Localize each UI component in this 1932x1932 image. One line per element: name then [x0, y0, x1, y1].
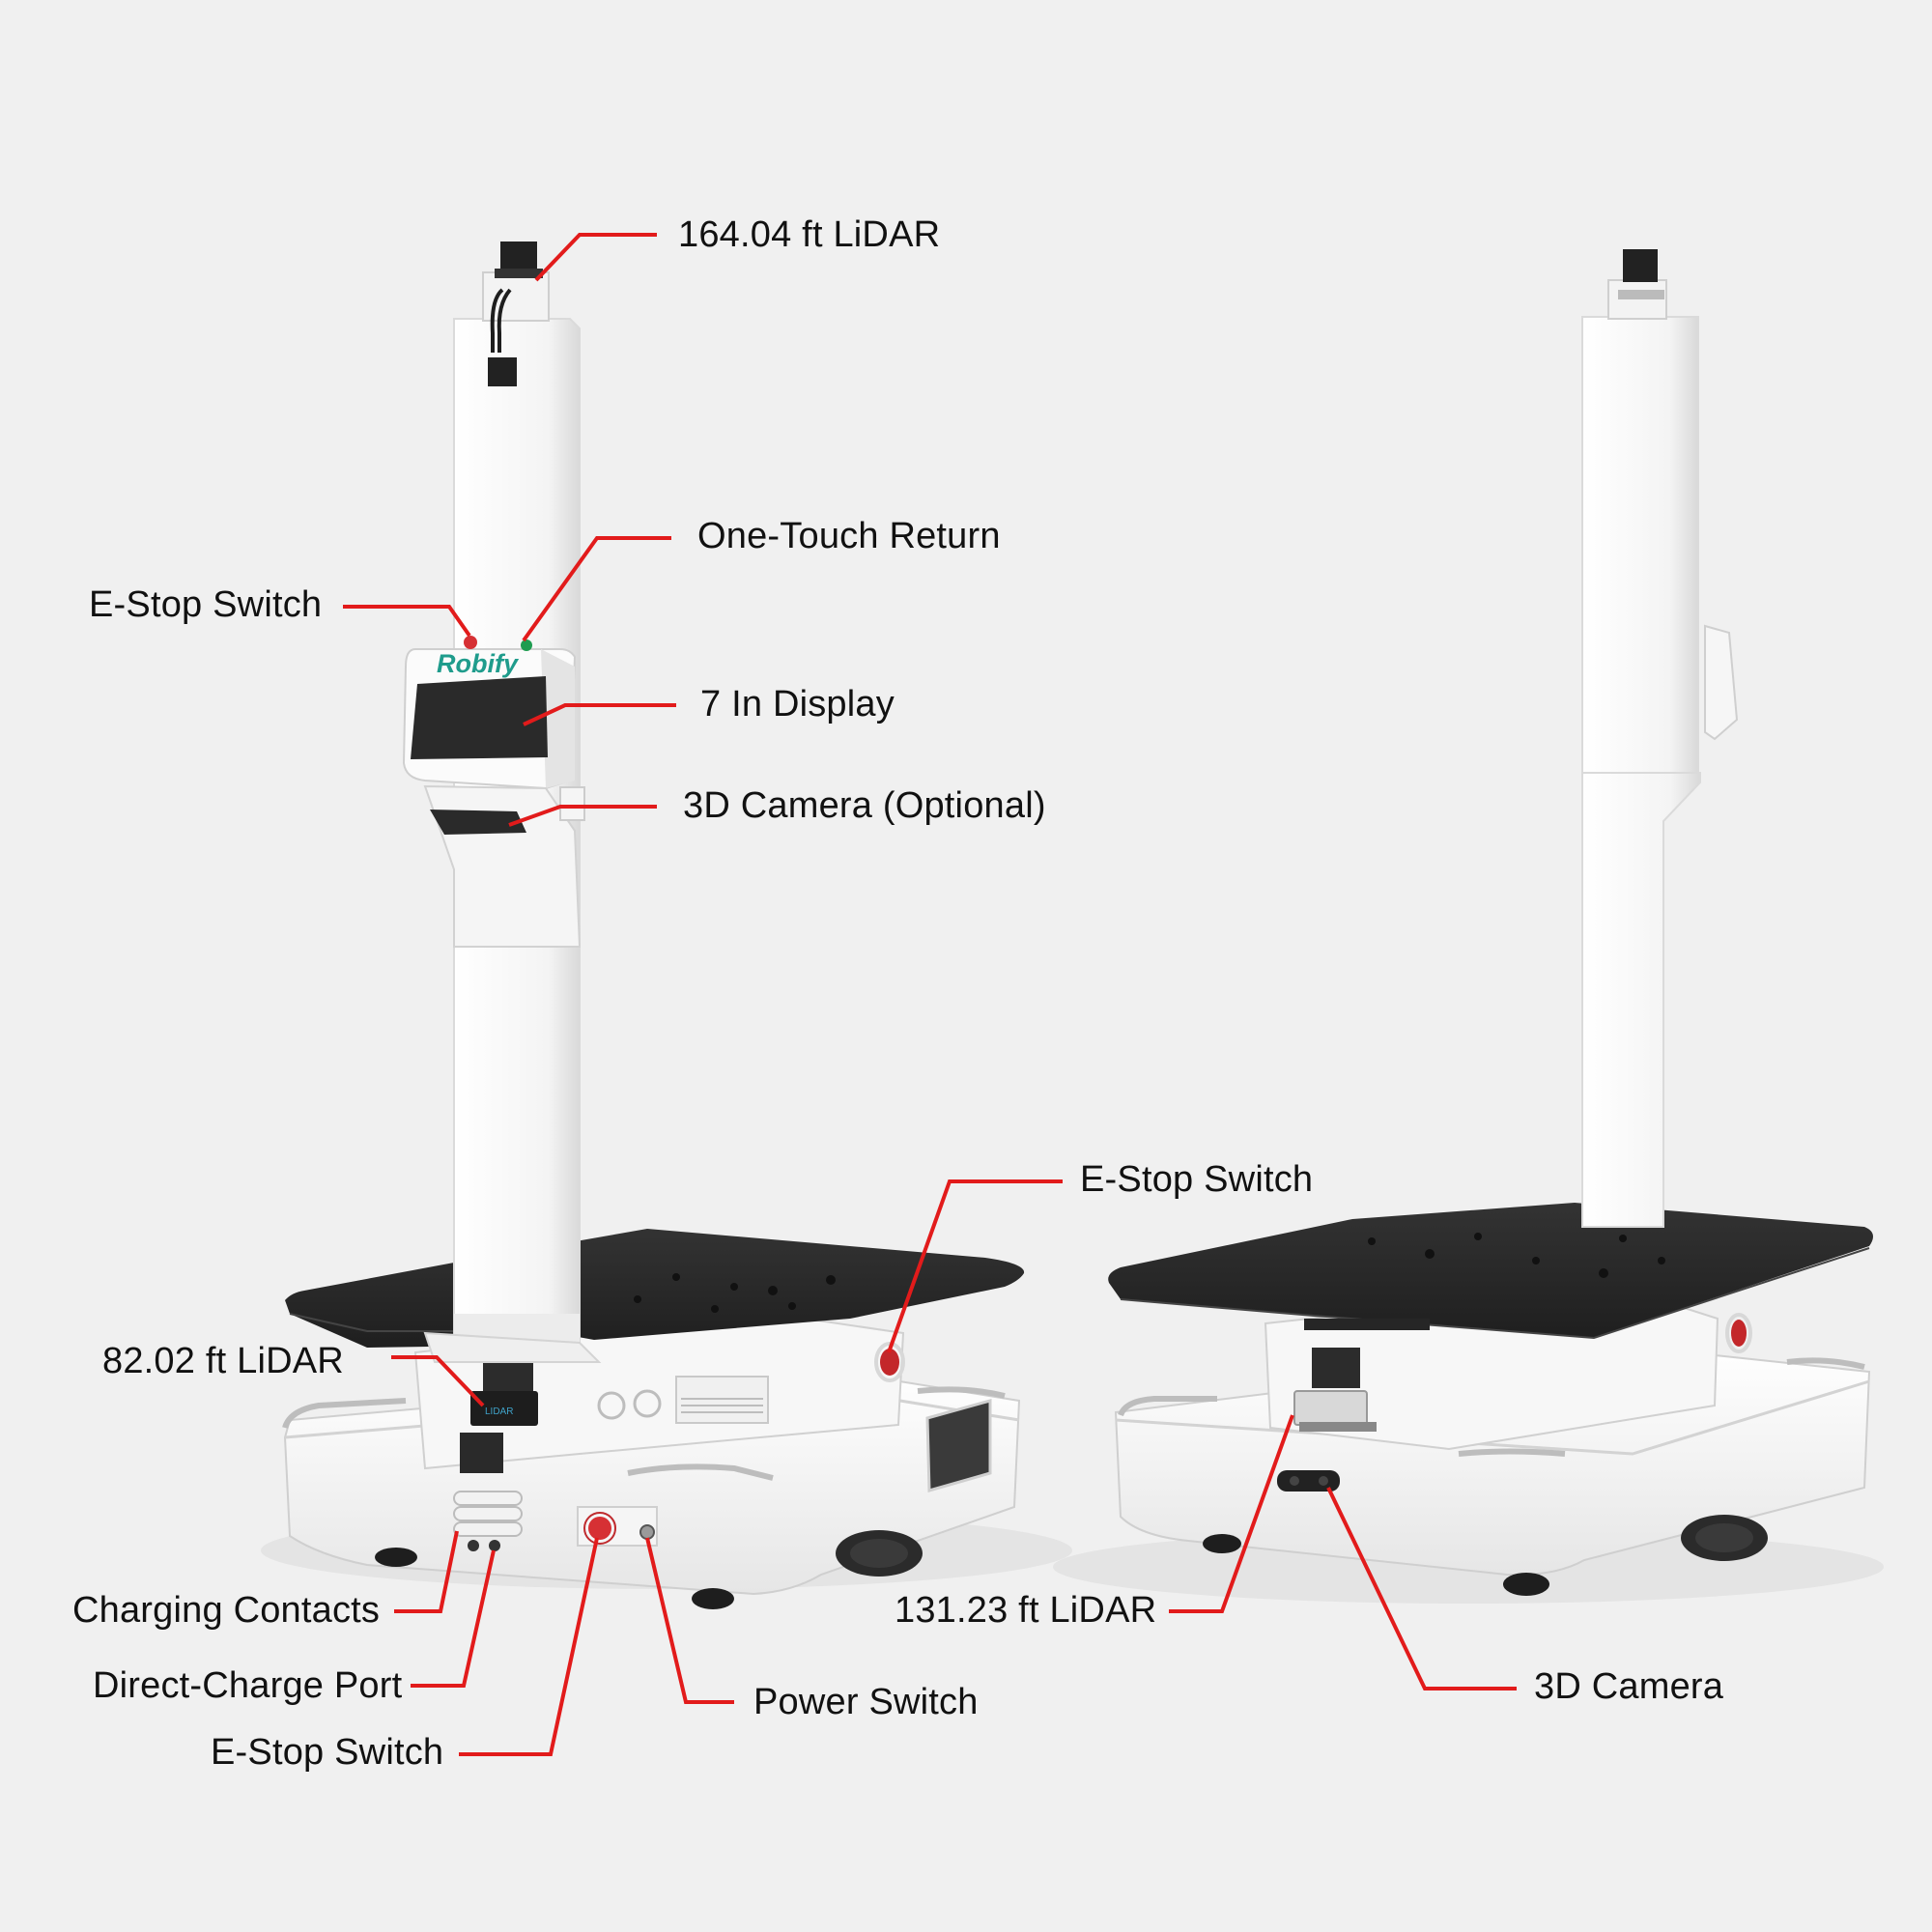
left-brand-logo: Robify	[437, 649, 520, 678]
label-display: 7 In Display	[700, 684, 895, 724]
label-lidar-front: 82.02 ft LiDAR	[102, 1341, 344, 1381]
leader-estop-top	[343, 605, 471, 638]
leader-camera-rear	[1326, 1487, 1517, 1690]
leader-direct-charge-port	[411, 1549, 496, 1688]
right-lower-column	[1581, 772, 1701, 1228]
right-side-display-bracket	[1704, 624, 1739, 741]
left-wheel-front-right-icon	[692, 1588, 734, 1609]
leader-estop-front	[459, 1537, 599, 1756]
leader-lidar-rear	[1169, 1414, 1294, 1613]
left-3d-camera-window	[430, 810, 526, 835]
label-charging-contacts: Charging Contacts	[72, 1590, 381, 1631]
label-lidar-top: 164.04 ft LiDAR	[678, 214, 941, 255]
right-top-plate	[1108, 1203, 1873, 1338]
label-estop-side: E-Stop Switch	[1080, 1159, 1314, 1200]
right-robot	[1053, 249, 1884, 1604]
left-direct-charge-port-1-icon	[468, 1540, 479, 1551]
left-side-estop-button-icon[interactable]	[880, 1349, 899, 1376]
left-front-lidar-badge: LIDAR	[485, 1406, 513, 1417]
left-top-estop-button-icon[interactable]	[464, 636, 477, 649]
left-side-screen	[925, 1399, 992, 1492]
label-estop-top: E-Stop Switch	[89, 584, 323, 625]
leader-camera-optional	[508, 805, 657, 827]
label-direct-charge-port: Direct-Charge Port	[93, 1665, 403, 1706]
right-upper-column	[1581, 316, 1699, 781]
label-one-touch-return: One-Touch Return	[697, 516, 1001, 556]
label-lidar-rear: 131.23 ft LiDAR	[895, 1590, 1157, 1631]
leader-one-touch-return	[522, 536, 671, 642]
leader-power-switch	[645, 1537, 734, 1704]
label-estop-front: E-Stop Switch	[211, 1732, 444, 1773]
right-wheel-rear-right-icon	[1503, 1573, 1549, 1596]
left-power-switch-icon[interactable]	[639, 1524, 655, 1540]
left-charging-contacts-icon	[453, 1491, 523, 1537]
label-camera-optional: 3D Camera (Optional)	[683, 785, 1046, 826]
left-direct-charge-port-2-icon	[489, 1540, 500, 1551]
leader-lidar-top	[534, 233, 657, 282]
leader-estop-side	[887, 1179, 1063, 1353]
left-front-camera-window	[460, 1433, 503, 1473]
leader-charging-contacts	[394, 1530, 459, 1613]
left-display-screen	[411, 676, 548, 759]
left-vent-1-icon	[597, 1391, 626, 1420]
right-rear-3d-camera-icon	[1277, 1470, 1340, 1492]
right-top-lidar-icon	[1623, 249, 1658, 282]
right-side-estop-button-icon[interactable]	[1731, 1320, 1747, 1347]
left-vent-2-icon	[633, 1389, 662, 1418]
right-wheel-rear-left-icon	[1203, 1534, 1241, 1553]
left-wheel-front-left-icon	[375, 1548, 417, 1567]
left-front-estop-button-icon[interactable]	[588, 1517, 611, 1540]
label-power-switch: Power Switch	[753, 1682, 979, 1722]
label-camera-rear: 3D Camera	[1534, 1666, 1724, 1707]
left-robot: LIDAR Robify	[261, 242, 1072, 1609]
left-one-touch-return-button-icon[interactable]	[521, 639, 532, 651]
right-rear-lidar-icon	[1312, 1348, 1360, 1388]
leader-lines	[343, 233, 1517, 1756]
leader-lidar-front	[391, 1355, 485, 1407]
leader-display	[523, 703, 676, 726]
